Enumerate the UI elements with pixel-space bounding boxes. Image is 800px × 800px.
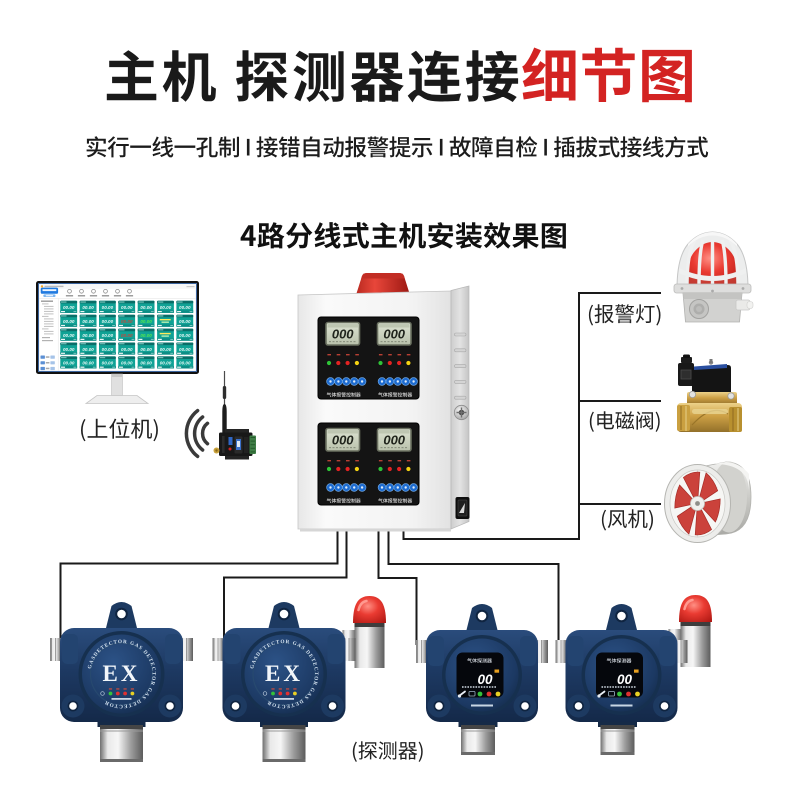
svg-text:00.00: 00.00: [82, 333, 94, 338]
svg-text:00.00: 00.00: [179, 305, 191, 310]
svg-text:00.00: 00.00: [160, 305, 172, 310]
svg-text:00.00: 00.00: [140, 319, 152, 324]
svg-text:00.00: 00.00: [82, 319, 94, 324]
svg-text:00.00: 00.00: [140, 361, 152, 366]
svg-text:00.00: 00.00: [121, 347, 133, 352]
svg-text:000: 000: [332, 433, 354, 448]
svg-text:000: 000: [383, 433, 405, 448]
svg-text:00.00: 00.00: [179, 319, 191, 324]
svg-text:00.00: 00.00: [179, 347, 191, 352]
svg-text:00.00: 00.00: [63, 333, 75, 338]
svg-text:00: 00: [617, 672, 633, 687]
svg-text:00.00: 00.00: [121, 305, 133, 310]
svg-text:00.00: 00.00: [82, 305, 94, 310]
svg-text:00.00: 00.00: [121, 333, 133, 338]
svg-text:EX: EX: [103, 661, 141, 686]
svg-text:00.00: 00.00: [102, 333, 114, 338]
svg-text:00.00: 00.00: [102, 347, 114, 352]
svg-text:00.00: 00.00: [179, 361, 191, 366]
svg-text:00.00: 00.00: [140, 347, 152, 352]
svg-text:00.00: 00.00: [160, 347, 172, 352]
svg-text:00: 00: [477, 672, 493, 687]
svg-text:00.00: 00.00: [102, 319, 114, 324]
svg-text:00.00: 00.00: [140, 333, 152, 338]
svg-text:00.00: 00.00: [179, 333, 191, 338]
svg-text:00.00: 00.00: [63, 361, 75, 366]
svg-text:00.00: 00.00: [140, 305, 152, 310]
svg-text:00.00: 00.00: [102, 305, 114, 310]
svg-text:00.00: 00.00: [102, 361, 114, 366]
svg-text:00.00: 00.00: [63, 347, 75, 352]
svg-text:00.00: 00.00: [82, 361, 94, 366]
svg-text:000: 000: [383, 327, 405, 342]
svg-text:00.00: 00.00: [121, 361, 133, 366]
svg-text:00.00: 00.00: [160, 361, 172, 366]
svg-text:00.00: 00.00: [121, 319, 133, 324]
svg-text:00.00: 00.00: [82, 347, 94, 352]
svg-text:00.00: 00.00: [63, 305, 75, 310]
svg-text:EX: EX: [265, 661, 303, 686]
svg-text:000: 000: [332, 327, 354, 342]
svg-text:00.00: 00.00: [63, 319, 75, 324]
